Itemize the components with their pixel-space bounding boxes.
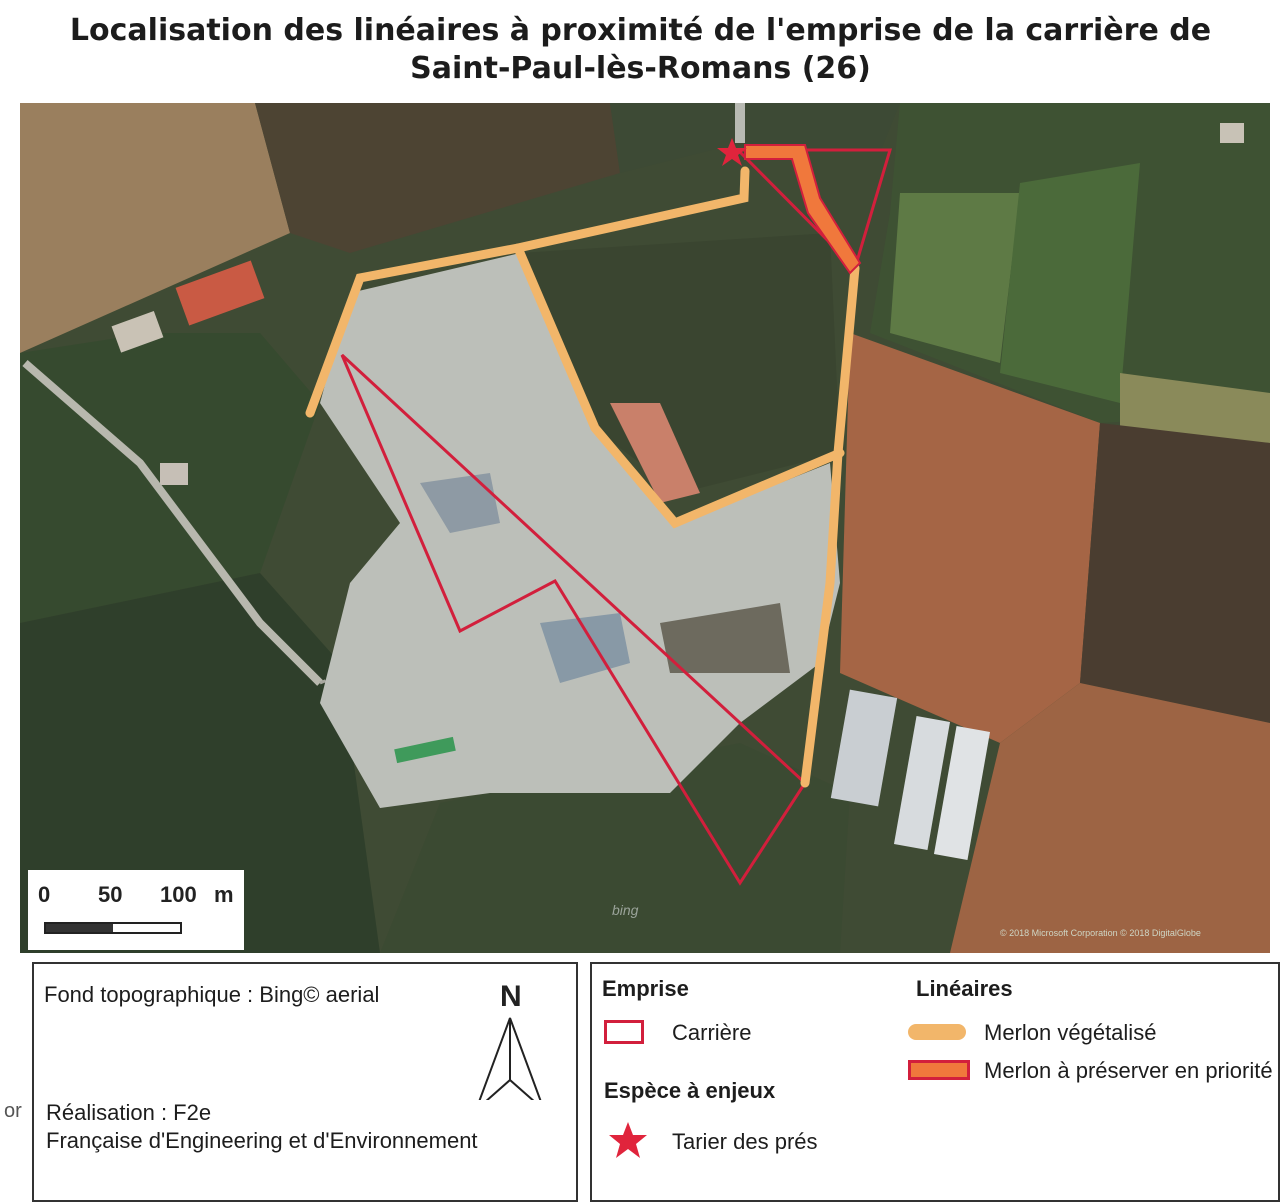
quarry-water-1 (420, 473, 500, 533)
field-north-east-strip (610, 103, 900, 173)
map-canvas (20, 103, 1270, 953)
field-southwest (20, 573, 380, 953)
legend-panel: Emprise Carrière Espèce à enjeux Tarier … (590, 962, 1280, 1202)
author-name: Française d'Engineering et d'Environneme… (46, 1128, 478, 1153)
aerial-map[interactable] (20, 103, 1270, 953)
tarier-star-marker[interactable] (717, 138, 747, 166)
legend-espece-title: Espèce à enjeux (604, 1078, 776, 1103)
farm-roof-red (175, 260, 265, 326)
scale-label-unit: m (214, 882, 234, 907)
merlon-priorite (744, 144, 862, 275)
map-title: Localisation des linéaires à proximité d… (0, 12, 1281, 88)
field-green-strip (890, 193, 1020, 363)
house-west (160, 463, 188, 485)
greenhouse-1 (830, 689, 898, 807)
scale-labels: 0 50 100 m (28, 882, 244, 907)
field-east-brown (840, 333, 1100, 743)
author-label: Réalisation : F2e (46, 1100, 212, 1125)
field-southeast-brown (950, 683, 1270, 953)
map-title-line-1: Localisation des linéaires à proximité d… (69, 13, 1212, 48)
carriere-boundary-north (734, 148, 893, 271)
carriere-swatch (604, 1020, 644, 1044)
road-west (22, 359, 323, 686)
info-panel: Fond topographique : Bing© aerial Réalis… (32, 962, 578, 1202)
legend-lineaires-title: Linéaires (916, 976, 1013, 1001)
field-north (255, 103, 620, 253)
scale-bar (44, 922, 182, 934)
quarry-pink-plot (610, 403, 700, 503)
scale-label-0: 0 (38, 882, 51, 907)
clipped-side-text: or (4, 1100, 22, 1122)
scale-label-100: 100 (160, 882, 197, 907)
imagery-copyright: © 2018 Microsoft Corporation © 2018 Digi… (1000, 928, 1201, 938)
scale-label-50: 50 (98, 882, 123, 907)
legend-merlon-priorite: Merlon à préserver en priorité (984, 1058, 1273, 1083)
north-arrow-icon (478, 1017, 542, 1100)
quarry-stockpile (660, 603, 790, 673)
green-containers (394, 736, 456, 764)
scale-bar-box: 0 50 100 m (28, 870, 244, 950)
farm-building (111, 310, 164, 353)
north-label: N (500, 980, 522, 1013)
greenhouse-3 (933, 726, 991, 860)
tarier-star-icon (609, 1122, 647, 1158)
greenhouse-2 (893, 716, 951, 850)
north-arrow: N (474, 980, 554, 1100)
carriere-boundary-south (340, 353, 807, 886)
merlon-priorite-swatch (908, 1060, 970, 1080)
map-title-line-2: Saint-Paul-lès-Romans (26) (410, 51, 871, 86)
merlon-vegetalise-center (513, 243, 845, 529)
field-northwest (20, 103, 290, 353)
scale-bar-dark-segment (46, 924, 113, 932)
merlon-vegetalise-swatch (908, 1024, 966, 1040)
house-northeast (1220, 123, 1244, 143)
legend-tarier: Tarier des prés (672, 1129, 818, 1154)
scale-bar-light-segment (113, 924, 180, 932)
legend-carriere: Carrière (672, 1020, 752, 1045)
field-east-dark (1080, 423, 1270, 723)
merlon-vegetalise-east (800, 263, 860, 788)
legend-emprise-title: Emprise (602, 976, 689, 1001)
field-green-strip-2 (1000, 163, 1140, 403)
bing-watermark: bing (612, 902, 639, 918)
field-south (380, 743, 850, 953)
legend-merlon-vegetalise: Merlon végétalisé (984, 1020, 1157, 1045)
source-text: Fond topographique : Bing© aerial (44, 982, 380, 1007)
field-yellow-strip (1120, 373, 1270, 443)
